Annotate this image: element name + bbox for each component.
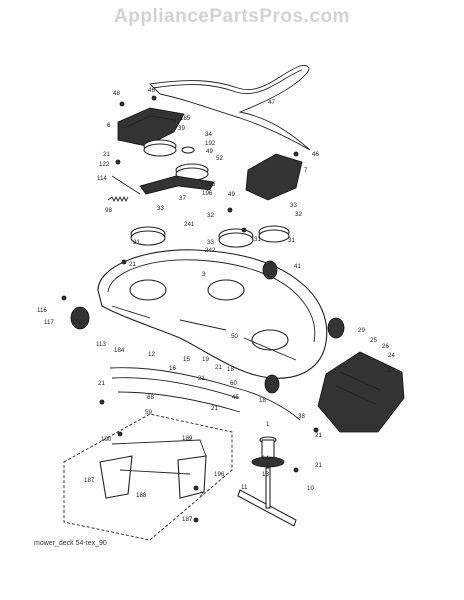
- callout-c185: 185: [180, 115, 191, 122]
- callout-c24: 24: [388, 352, 395, 359]
- callout-c60: 60: [230, 380, 237, 387]
- callout-c31c: 31: [288, 237, 295, 244]
- callout-c113: 113: [96, 341, 106, 348]
- callout-c33a: 33: [290, 202, 297, 209]
- callout-c14: 14: [262, 455, 269, 462]
- callout-c21e: 21: [98, 380, 105, 387]
- callout-c196b: 196: [214, 471, 225, 478]
- callout-c46b: 46: [312, 151, 319, 158]
- callout-c117: 117: [44, 319, 54, 326]
- callout-c37: 37: [179, 195, 186, 202]
- callout-c32b: 32: [295, 211, 302, 218]
- callout-c49: 49: [206, 148, 213, 155]
- callout-c13: 13: [262, 471, 269, 478]
- hanger-rods: [109, 367, 301, 421]
- callout-c27: 27: [387, 367, 394, 374]
- callout-c196: 196: [202, 190, 213, 197]
- inset-brackets: [99, 439, 207, 499]
- watermark: AppliancePartsPros.com: [114, 6, 350, 27]
- callout-c2: 2: [200, 491, 204, 498]
- callout-c31a: 31: [133, 239, 140, 246]
- callout-c46a: 46: [148, 87, 155, 94]
- callout-c10: 10: [307, 485, 314, 492]
- callout-c25: 25: [370, 337, 377, 344]
- hardware: [61, 95, 319, 523]
- callout-c21d: 21: [198, 375, 205, 382]
- callout-c21c: 21: [215, 364, 222, 371]
- discharge-chute: [317, 351, 405, 433]
- callout-c7: 7: [304, 167, 308, 174]
- callout-c33c: 33: [207, 239, 214, 246]
- spring: [107, 195, 129, 203]
- callout-c15: 15: [183, 356, 190, 363]
- callout-c38: 38: [298, 413, 305, 420]
- rod: [111, 175, 141, 195]
- callout-c18: 18: [227, 366, 234, 373]
- callout-c21h: 21: [315, 462, 322, 469]
- callout-c188: 188: [136, 492, 147, 499]
- callout-c114: 114: [97, 175, 107, 182]
- blade-spindle: [237, 436, 297, 527]
- idler-arm: [139, 175, 215, 195]
- callout-c16: 16: [169, 365, 176, 372]
- callout-c242: 242: [205, 247, 216, 254]
- callout-c26: 26: [382, 343, 389, 350]
- callout-c52: 52: [216, 155, 223, 162]
- callout-c189: 189: [182, 435, 193, 442]
- callout-c39: 39: [178, 125, 185, 132]
- callout-c68: 68: [147, 394, 154, 401]
- callout-c120: 120: [72, 319, 83, 326]
- gauge-wheels: [70, 260, 345, 394]
- callout-c32a: 32: [207, 212, 214, 219]
- callout-c48a: 48: [113, 90, 120, 97]
- inset-border: [63, 413, 233, 541]
- callout-c19: 19: [202, 356, 209, 363]
- callout-c47: 47: [268, 99, 275, 106]
- mower-deck: [97, 249, 328, 379]
- blade-pulleys: [130, 225, 290, 248]
- callout-c6: 6: [107, 122, 111, 129]
- callout-c3: 3: [202, 271, 206, 278]
- drive-belt: [149, 65, 311, 151]
- callout-c31b: 31: [254, 236, 261, 243]
- belt-cover-right: [245, 153, 303, 201]
- callout-c41: 41: [294, 263, 301, 270]
- callout-c11: 11: [241, 484, 248, 491]
- callout-c116: 116: [37, 307, 47, 314]
- callout-labels: 4647486185393419249524672112211419519637…: [37, 87, 395, 523]
- callout-c21f: 21: [211, 405, 218, 412]
- diagram-caption: mower_deck 54-tex_90: [34, 540, 107, 547]
- callout-c29: 29: [358, 327, 365, 334]
- belt-cover-left: [117, 107, 185, 147]
- callout-c190: 190: [101, 436, 112, 443]
- callout-c34: 34: [205, 131, 212, 138]
- callout-c50: 50: [231, 333, 238, 340]
- callout-c98: 98: [105, 207, 112, 214]
- callout-c59: 59: [145, 409, 152, 416]
- callout-c12: 12: [148, 351, 155, 358]
- callout-c184: 184: [114, 347, 125, 354]
- callout-c1: 1: [266, 421, 270, 428]
- callout-c49b: 49: [228, 191, 235, 198]
- callout-c195: 195: [205, 181, 216, 188]
- callout-c21g: 21: [315, 432, 322, 439]
- callout-c187a: 187: [84, 477, 95, 484]
- callout-c33b: 33: [157, 205, 164, 212]
- callout-c192: 192: [205, 140, 216, 147]
- callout-c21b: 21: [129, 261, 136, 268]
- callout-c187b: 187: [182, 516, 193, 523]
- callout-c241: 241: [184, 221, 195, 228]
- callout-c18b: 18: [259, 397, 266, 404]
- callout-c122: 122: [99, 161, 110, 168]
- callout-c45: 45: [232, 394, 239, 401]
- idler-pulleys: [143, 139, 209, 181]
- callout-c21a: 21: [103, 151, 110, 158]
